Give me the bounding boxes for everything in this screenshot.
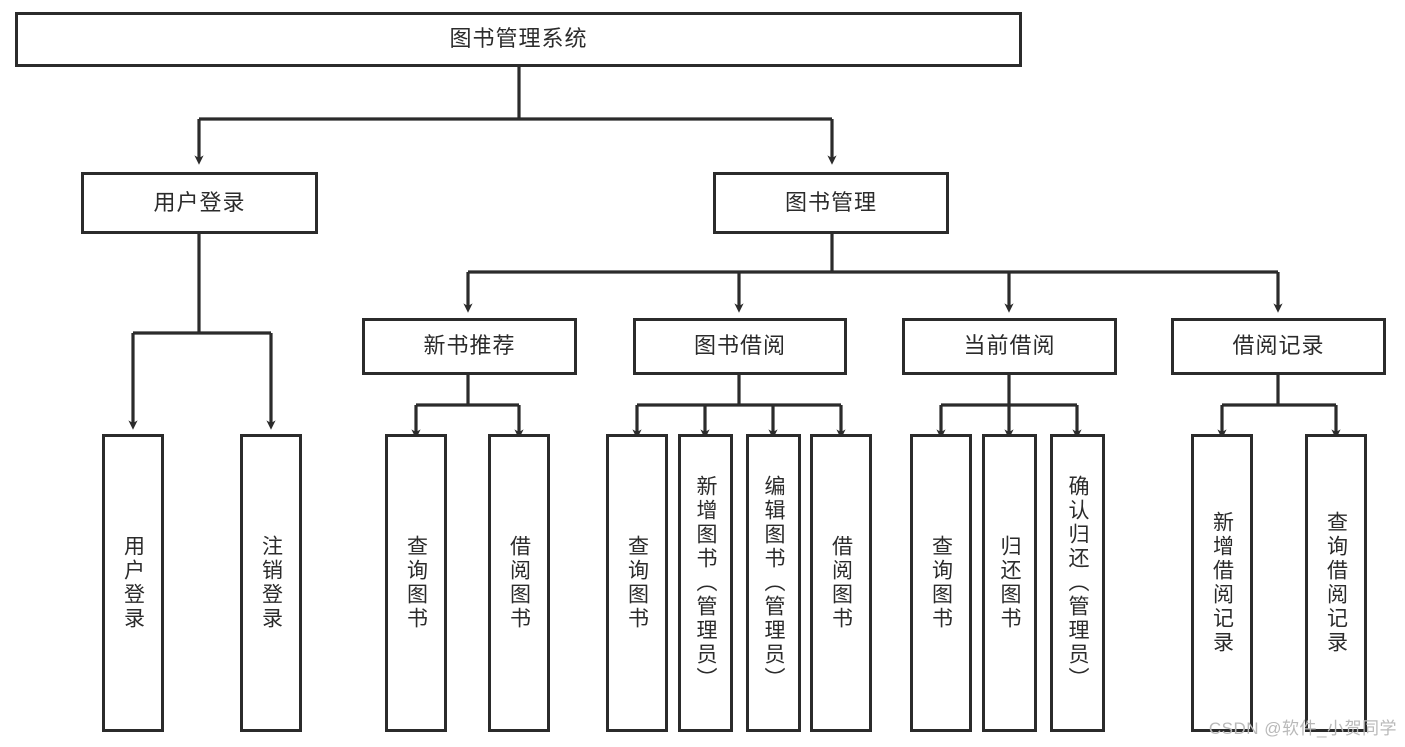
node-leaf-borrow-book-1-label: 借阅图书 bbox=[507, 535, 531, 631]
node-borrow-record-label: 借阅记录 bbox=[1232, 333, 1325, 359]
node-leaf-confirm-return-label: 确认归还（管理员） bbox=[1066, 475, 1089, 691]
node-leaf-return-book-label: 归还图书 bbox=[998, 535, 1021, 631]
node-leaf-query-book-2-label: 查询图书 bbox=[625, 535, 649, 631]
csdn-watermark: CSDN @软件_小贺同学 bbox=[1208, 719, 1397, 738]
node-current-borrow[interactable]: 当前借阅 bbox=[902, 318, 1117, 375]
node-leaf-query-book-3[interactable]: 查询图书 bbox=[910, 434, 972, 732]
node-leaf-borrow-book-2-label: 借阅图书 bbox=[829, 535, 853, 631]
node-leaf-borrow-book-1[interactable]: 借阅图书 bbox=[488, 434, 550, 732]
node-leaf-user-login[interactable]: 用户登录 bbox=[102, 434, 164, 732]
node-leaf-query-book-3-label: 查询图书 bbox=[929, 535, 953, 631]
node-new-book-recommend-label: 新书推荐 bbox=[423, 333, 516, 359]
node-leaf-confirm-return[interactable]: 确认归还（管理员） bbox=[1050, 434, 1105, 732]
node-leaf-query-borrow-record-label: 查询借阅记录 bbox=[1324, 511, 1348, 655]
node-leaf-edit-book-label: 编辑图书（管理员） bbox=[762, 475, 785, 691]
node-new-book-recommend[interactable]: 新书推荐 bbox=[362, 318, 577, 375]
node-current-borrow-label: 当前借阅 bbox=[963, 333, 1056, 359]
node-leaf-add-borrow-record-label: 新增借阅记录 bbox=[1210, 511, 1234, 655]
node-root-system-label: 图书管理系统 bbox=[449, 26, 588, 52]
node-leaf-add-book[interactable]: 新增图书（管理员） bbox=[678, 434, 733, 732]
node-book-borrow[interactable]: 图书借阅 bbox=[633, 318, 847, 375]
node-leaf-return-book[interactable]: 归还图书 bbox=[982, 434, 1037, 732]
node-leaf-borrow-book-2[interactable]: 借阅图书 bbox=[810, 434, 872, 732]
node-user-login[interactable]: 用户登录 bbox=[81, 172, 318, 234]
node-book-management-label: 图书管理 bbox=[784, 189, 877, 215]
node-leaf-query-borrow-record[interactable]: 查询借阅记录 bbox=[1305, 434, 1367, 732]
node-borrow-record[interactable]: 借阅记录 bbox=[1171, 318, 1386, 375]
node-leaf-query-book-1-label: 查询图书 bbox=[404, 535, 428, 631]
node-leaf-query-book-2[interactable]: 查询图书 bbox=[606, 434, 668, 732]
node-leaf-edit-book[interactable]: 编辑图书（管理员） bbox=[746, 434, 801, 732]
node-leaf-logout-login[interactable]: 注销登录 bbox=[240, 434, 302, 732]
node-leaf-add-book-label: 新增图书（管理员） bbox=[694, 475, 717, 691]
node-root-system[interactable]: 图书管理系统 bbox=[15, 12, 1022, 67]
node-leaf-add-borrow-record[interactable]: 新增借阅记录 bbox=[1191, 434, 1253, 732]
node-leaf-user-login-label: 用户登录 bbox=[121, 535, 145, 631]
node-book-management[interactable]: 图书管理 bbox=[713, 172, 949, 234]
node-book-borrow-label: 图书借阅 bbox=[693, 333, 786, 359]
node-user-login-label: 用户登录 bbox=[153, 189, 246, 215]
node-leaf-logout-login-label: 注销登录 bbox=[259, 535, 283, 631]
node-leaf-query-book-1[interactable]: 查询图书 bbox=[385, 434, 447, 732]
